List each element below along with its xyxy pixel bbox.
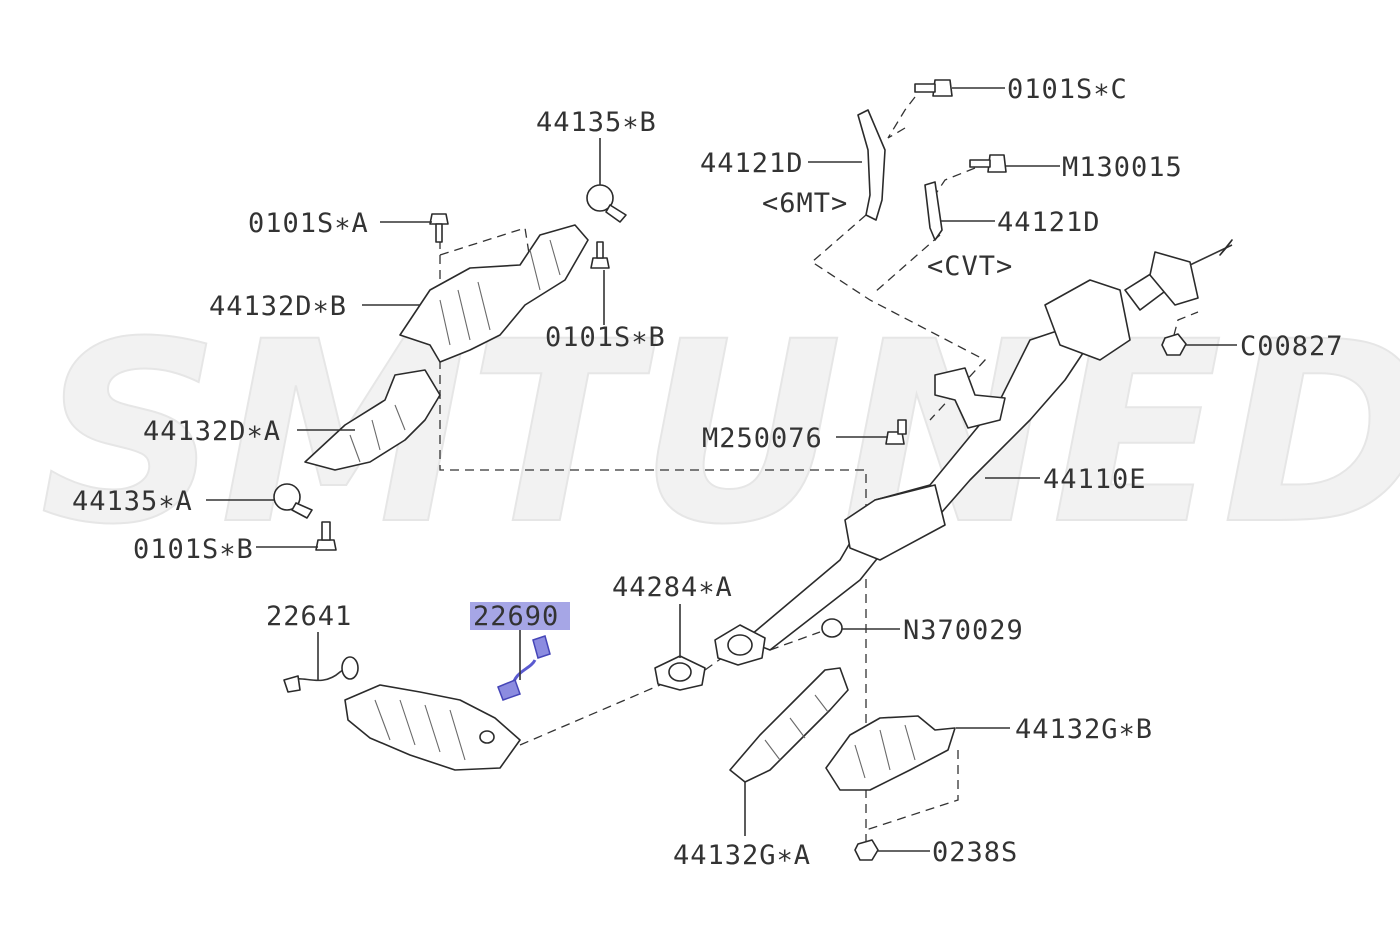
bolt-0101s-c[interactable] xyxy=(914,79,953,97)
label-cvt: <CVT> xyxy=(927,251,1013,282)
label-0101s-b-top[interactable]: 0101S∗B xyxy=(545,322,666,353)
label-0101s-b-bottom[interactable]: 0101S∗B xyxy=(133,534,254,565)
label-44135-b[interactable]: 44135∗B xyxy=(536,107,657,138)
oxygen-sensor-22690[interactable] xyxy=(497,635,551,701)
label-44135-a[interactable]: 44135∗A xyxy=(72,486,193,517)
label-44284-a[interactable]: 44284∗A xyxy=(612,572,733,603)
label-m130015[interactable]: M130015 xyxy=(1062,152,1183,183)
label-c00827[interactable]: C00827 xyxy=(1240,331,1344,362)
front-exhaust-pipe-44110e[interactable] xyxy=(744,239,1233,651)
label-44110e[interactable]: 44110E xyxy=(1043,464,1147,495)
part-labels: 0101S∗C 44135∗B 44121D <6MT> M130015 010… xyxy=(72,74,1344,871)
label-44132d-a[interactable]: 44132D∗A xyxy=(143,416,281,447)
bracket-44121d-6mt[interactable] xyxy=(857,109,886,221)
label-44121d-cvt[interactable]: 44121D xyxy=(997,207,1101,238)
label-44132d-b[interactable]: 44132D∗B xyxy=(209,291,347,322)
nut-c00827[interactable] xyxy=(1161,333,1187,356)
exhaust-manifold[interactable] xyxy=(344,684,521,771)
bolt-m130015[interactable] xyxy=(969,154,1007,173)
label-0238s[interactable]: 0238S xyxy=(932,837,1018,868)
label-n370029[interactable]: N370029 xyxy=(903,615,1024,646)
gasket-n370029[interactable] xyxy=(821,618,843,638)
label-44132g-b[interactable]: 44132G∗B xyxy=(1015,714,1153,745)
gasket-44284-a[interactable] xyxy=(654,655,706,691)
bracket-44121d-cvt[interactable] xyxy=(924,181,943,241)
label-6mt: <6MT> xyxy=(762,188,848,219)
label-m250076[interactable]: M250076 xyxy=(702,423,823,454)
heat-shield-44132g-b[interactable] xyxy=(825,715,956,791)
flange-gasket[interactable] xyxy=(714,624,766,666)
label-44132g-a[interactable]: 44132G∗A xyxy=(673,840,811,871)
label-44121d-6mt[interactable]: 44121D xyxy=(700,148,804,179)
bolt-0101s-a[interactable] xyxy=(429,213,449,243)
label-0101s-c[interactable]: 0101S∗C xyxy=(1007,74,1128,105)
bolt-m250076[interactable] xyxy=(885,419,907,445)
assembly-dashed-lines xyxy=(439,96,1199,850)
part-highlight-box xyxy=(470,602,570,630)
heat-shield-44132d-a[interactable] xyxy=(304,369,441,471)
oxygen-sensor-22641[interactable] xyxy=(283,656,359,693)
label-0101s-a[interactable]: 0101S∗A xyxy=(248,208,369,239)
label-22641[interactable]: 22641 xyxy=(266,601,352,632)
heat-shield-44132g-a[interactable] xyxy=(729,667,849,783)
clamp-44135-b[interactable] xyxy=(586,184,627,223)
nut-0238s[interactable] xyxy=(854,839,879,861)
clamp-44135-a[interactable] xyxy=(273,483,313,519)
label-22690[interactable]: 22690 xyxy=(473,601,559,632)
leader-lines xyxy=(206,87,1237,852)
bolt-0101s-b-top[interactable] xyxy=(590,241,610,269)
heat-shield-44132d-b[interactable] xyxy=(399,224,589,363)
